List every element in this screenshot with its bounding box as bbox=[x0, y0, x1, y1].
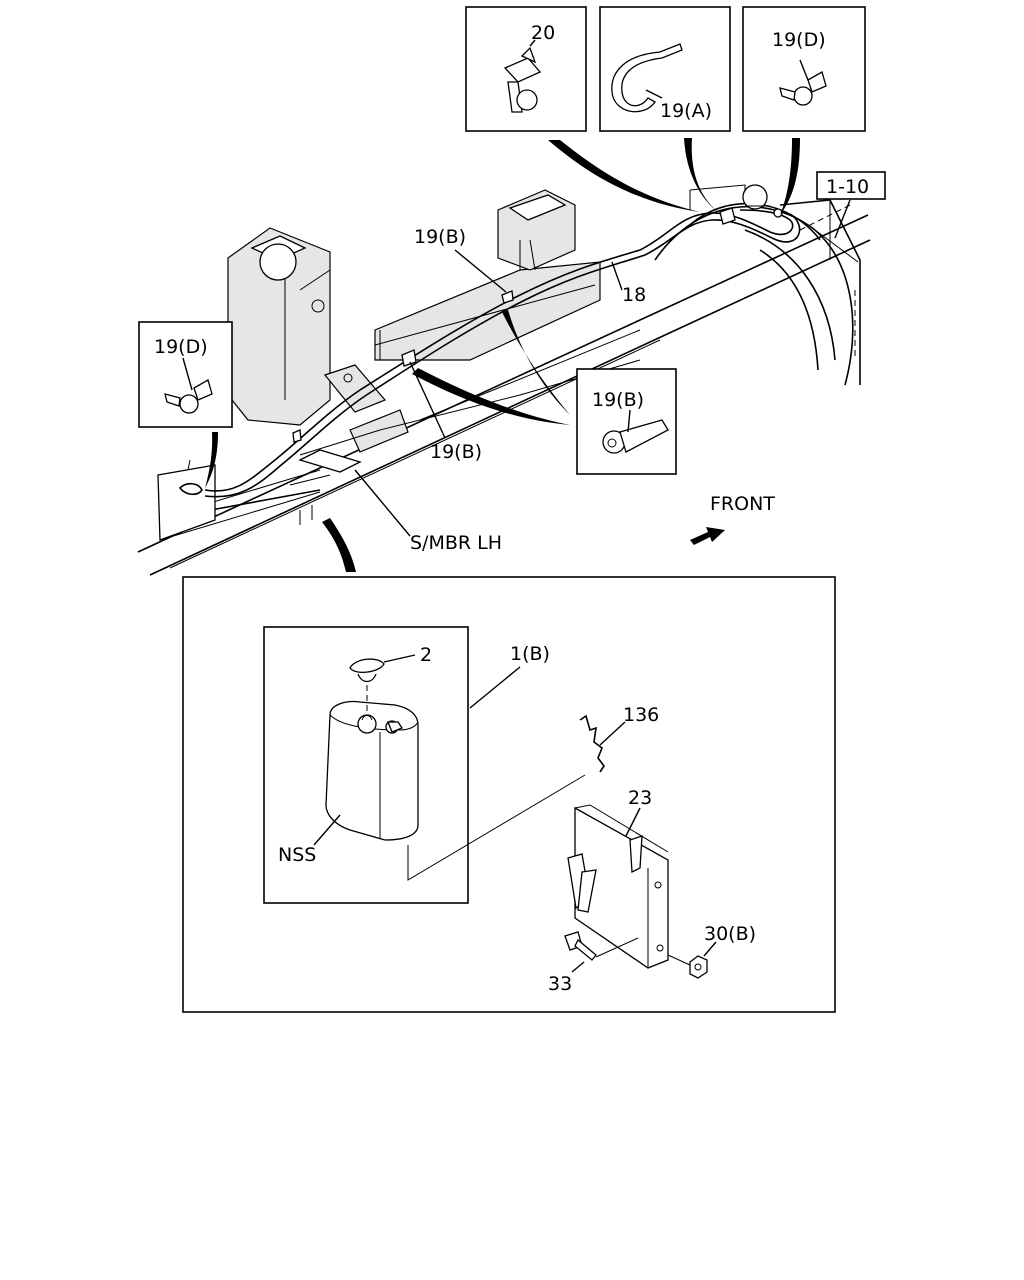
callouts-main: 19(B) 18 19(B) S/MBR LH bbox=[354, 226, 646, 554]
callout-curves bbox=[205, 138, 800, 572]
inset-part-19a: 19(A) bbox=[599, 6, 731, 132]
label-part-23: 23 bbox=[628, 787, 652, 809]
label-part-19a: 19(A) bbox=[660, 100, 712, 122]
nut-30b: 30(B) bbox=[667, 923, 756, 979]
label-part-19d-top: 19(D) bbox=[772, 29, 826, 51]
label-part-19d-left: 19(D) bbox=[154, 336, 208, 358]
label-part-19b-upper: 19(B) bbox=[414, 226, 466, 248]
label-part-18: 18 bbox=[622, 284, 646, 306]
detail-box: 2 NSS 1(B) 136 23 bbox=[182, 576, 836, 1013]
label-part-30b: 30(B) bbox=[704, 923, 756, 945]
label-ref-1-10: 1-10 bbox=[826, 176, 869, 198]
front-arrow-icon bbox=[690, 527, 725, 545]
label-nss: NSS bbox=[278, 844, 316, 866]
tank-cap: 2 bbox=[349, 644, 432, 712]
inset-part-19b: 19(B) bbox=[576, 368, 677, 475]
reference-1-10: 1-10 bbox=[816, 171, 886, 239]
inset-part-20: 20 bbox=[465, 6, 587, 132]
label-part-136: 136 bbox=[623, 704, 659, 726]
radiator-shroud bbox=[654, 184, 861, 386]
chassis-frame bbox=[137, 189, 871, 576]
label-part-20: 20 bbox=[531, 22, 555, 44]
label-part-1b: 1(B) bbox=[510, 643, 550, 665]
wire-136: 136 bbox=[579, 704, 659, 773]
bolt-33: 33 bbox=[548, 931, 639, 995]
label-part-19b-lower: 19(B) bbox=[430, 441, 482, 463]
label-s-mbr: S/MBR LH bbox=[410, 532, 502, 554]
label-front: FRONT bbox=[710, 493, 775, 515]
front-indicator: FRONT bbox=[690, 493, 775, 545]
bracket-23: 23 bbox=[567, 787, 669, 969]
label-part-19b-inset: 19(B) bbox=[592, 389, 644, 411]
washer-tank bbox=[325, 700, 419, 841]
label-part-2: 2 bbox=[420, 644, 432, 666]
label-part-33: 33 bbox=[548, 973, 572, 995]
inset-part-19d-left: 19(D) bbox=[138, 321, 233, 428]
inset-part-19d-top: 19(D) bbox=[742, 6, 866, 132]
washer-hose bbox=[204, 184, 801, 498]
